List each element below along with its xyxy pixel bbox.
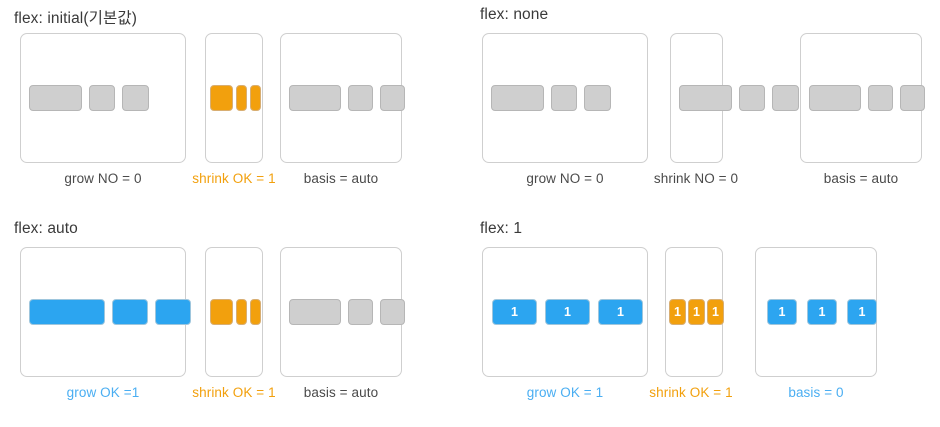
flex-items-group [210, 299, 261, 325]
flex-item [289, 85, 341, 111]
flex-items-group [29, 299, 191, 325]
caption-grow: grow NO = 0 [526, 171, 604, 186]
flex-item [491, 85, 544, 111]
caption-basis: basis = auto [303, 171, 379, 186]
flex-item [584, 85, 611, 111]
flex-item [89, 85, 115, 111]
flex-container [800, 33, 925, 163]
flex-item [122, 85, 149, 111]
flex-item [772, 85, 799, 111]
section-flex-initial: flex: initial(기본값) grow NO = 0 shrink OK =… [0, 0, 470, 213]
flex-container [205, 247, 263, 377]
flex-item [236, 85, 247, 111]
flex-item [210, 85, 233, 111]
demo-column-shrink [670, 33, 799, 163]
flex-item [250, 85, 261, 111]
caption-basis: basis = 0 [788, 385, 844, 400]
section-title: flex: initial(기본값) [14, 10, 137, 27]
flex-container [280, 247, 405, 377]
demo-column-shrink [205, 33, 263, 163]
caption-grow: grow NO = 0 [64, 171, 142, 186]
demo-row: grow OK =1 shrink OK = 1 basis = auto [0, 247, 470, 427]
flex-item [250, 299, 261, 325]
flex-item: 1 [847, 299, 877, 325]
demo-row: grow NO = 0 shrink NO = 0 basis = auto [470, 33, 940, 213]
flex-item [155, 299, 191, 325]
flex-item [210, 299, 233, 325]
demo-column-shrink [205, 247, 263, 377]
section-flex-none: flex: none grow NO = 0 shrink NO = 0 basis … [470, 0, 940, 213]
flex-container [280, 33, 405, 163]
flex-item [348, 299, 373, 325]
flex-items-group [679, 34, 799, 162]
flex-item [739, 85, 765, 111]
caption-shrink: shrink NO = 0 [653, 171, 739, 186]
flex-items-group [210, 85, 261, 111]
caption-basis: basis = auto [303, 385, 379, 400]
caption-grow: grow OK =1 [66, 385, 140, 400]
flex-item [380, 299, 405, 325]
flex-item: 1 [688, 299, 705, 325]
caption-shrink: shrink OK = 1 [192, 385, 276, 400]
flex-item [679, 85, 732, 111]
section-title: flex: auto [14, 220, 78, 237]
flex-item [900, 85, 925, 111]
flex-item [29, 85, 82, 111]
flex-container [670, 33, 799, 163]
flex-item: 1 [598, 299, 643, 325]
flex-container [482, 33, 648, 163]
demo-column-grow [482, 33, 648, 163]
caption-grow: grow OK = 1 [526, 385, 604, 400]
flex-items-group [289, 85, 405, 111]
demo-column-basis [280, 247, 405, 377]
section-flex-auto: flex: auto grow OK =1 shrink OK = 1 basis =… [0, 214, 470, 427]
demo-column-basis [280, 33, 405, 163]
flex-item [551, 85, 577, 111]
flex-items-group [289, 299, 405, 325]
section-title: flex: none [480, 6, 549, 23]
demo-column-grow [20, 33, 186, 163]
flex-item [348, 85, 373, 111]
caption-shrink: shrink OK = 1 [192, 171, 276, 186]
flex-item [29, 299, 105, 325]
flex-item: 1 [545, 299, 590, 325]
demo-column-basis [800, 33, 925, 163]
flex-item: 1 [492, 299, 537, 325]
demo-column-grow [20, 247, 191, 377]
flex-container [20, 33, 186, 163]
flex-items-group [809, 85, 925, 111]
flex-item [112, 299, 148, 325]
caption-basis: basis = auto [823, 171, 899, 186]
demo-row: grow NO = 0 shrink OK = 1 basis = auto [0, 33, 470, 213]
flex-item: 1 [707, 299, 724, 325]
section-title: flex: 1 [480, 220, 523, 237]
flex-item [380, 85, 405, 111]
flex-item: 1 [767, 299, 797, 325]
flex-item [868, 85, 893, 111]
flex-item [289, 299, 341, 325]
flex-container [20, 247, 191, 377]
flex-container [205, 33, 263, 163]
flex-items-group [29, 85, 149, 111]
flex-item [809, 85, 861, 111]
flex-item [236, 299, 247, 325]
flex-item: 1 [807, 299, 837, 325]
flex-item: 1 [669, 299, 686, 325]
flex-items-group [491, 85, 611, 111]
caption-shrink: shrink OK = 1 [649, 385, 733, 400]
